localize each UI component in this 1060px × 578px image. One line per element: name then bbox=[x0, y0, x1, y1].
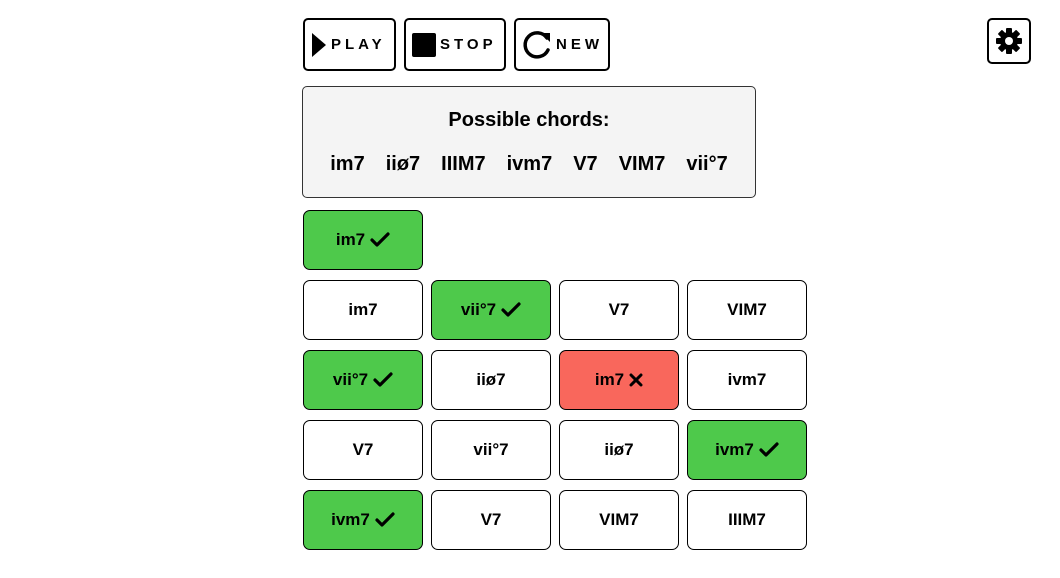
new-button[interactable]: NEW bbox=[514, 18, 610, 71]
chord-answer-label: VIM7 bbox=[727, 300, 767, 319]
chord-list: im7 iiø7 IIIM7 ivm7 V7 VIM7 vii°7 bbox=[303, 153, 755, 176]
panel-title: Possible chords: bbox=[448, 109, 610, 131]
chord-answer-label: V7 bbox=[608, 300, 630, 319]
check-icon bbox=[501, 302, 521, 318]
chord-answer-button[interactable]: V7 bbox=[303, 420, 423, 480]
chord-option: ivm7 bbox=[506, 153, 553, 175]
new-button-label: NEW bbox=[556, 36, 603, 53]
chord-answer-button[interactable]: iiø7 bbox=[559, 420, 679, 480]
check-icon bbox=[759, 442, 779, 458]
chord-answer-button[interactable]: vii°7 bbox=[303, 350, 423, 410]
chord-option: vii°7 bbox=[686, 153, 728, 175]
stop-button[interactable]: STOP bbox=[404, 18, 506, 71]
check-icon bbox=[370, 232, 390, 248]
chord-answer-label: vii°7 bbox=[460, 300, 497, 319]
chord-answer-button[interactable]: ivm7 bbox=[687, 350, 807, 410]
stop-icon bbox=[412, 32, 436, 57]
play-icon bbox=[311, 32, 327, 58]
chord-answer-label: ivm7 bbox=[331, 510, 370, 529]
chord-answer-button[interactable]: V7 bbox=[559, 280, 679, 340]
chord-answer-button[interactable]: iiø7 bbox=[431, 350, 551, 410]
chord-answer-button[interactable]: IIIM7 bbox=[687, 490, 807, 550]
chord-option: iiø7 bbox=[385, 153, 421, 175]
chord-answer-button[interactable]: V7 bbox=[431, 490, 551, 550]
chord-answer-label: iiø7 bbox=[604, 440, 634, 459]
chord-answer-button[interactable]: VIM7 bbox=[687, 280, 807, 340]
chord-answer-label: ivm7 bbox=[727, 370, 767, 389]
check-icon bbox=[375, 512, 395, 528]
x-icon bbox=[629, 373, 643, 387]
settings-button[interactable] bbox=[987, 18, 1031, 64]
chord-answer-button[interactable]: ivm7 bbox=[687, 420, 807, 480]
chord-answer-label: VIM7 bbox=[599, 510, 639, 529]
stop-button-label: STOP bbox=[440, 36, 497, 53]
chord-answer-button[interactable]: vii°7 bbox=[431, 280, 551, 340]
chord-answer-label: vii°7 bbox=[332, 370, 369, 389]
chord-answer-label: ivm7 bbox=[715, 440, 754, 459]
possible-chords-panel: Possible chords: im7 iiø7 IIIM7 ivm7 V7 VIM7 v… bbox=[302, 86, 756, 198]
gear-icon bbox=[995, 27, 1023, 55]
check-icon bbox=[373, 372, 393, 388]
chord-answer-button[interactable]: im7 bbox=[303, 280, 423, 340]
chord-answer-label: im7 bbox=[335, 230, 366, 249]
toolbar: PLAY STOP NEW bbox=[303, 18, 610, 71]
play-button-label: PLAY bbox=[331, 36, 386, 53]
chord-answer-button[interactable]: im7 bbox=[559, 350, 679, 410]
chord-answer-label: IIIM7 bbox=[728, 510, 766, 529]
chord-option: VIM7 bbox=[618, 153, 666, 175]
chord-answer-label: vii°7 bbox=[473, 440, 509, 459]
chord-option: IIIM7 bbox=[441, 153, 486, 175]
chord-answer-label: V7 bbox=[480, 510, 502, 529]
chord-answer-label: iiø7 bbox=[476, 370, 506, 389]
chord-answer-label: im7 bbox=[348, 300, 378, 319]
play-button[interactable]: PLAY bbox=[303, 18, 396, 71]
chord-option: im7 bbox=[330, 153, 365, 175]
chord-option: V7 bbox=[573, 153, 598, 175]
chord-answer-button[interactable]: im7 bbox=[303, 210, 423, 270]
chord-answer-label: im7 bbox=[594, 370, 625, 389]
refresh-icon bbox=[522, 30, 552, 60]
chord-answer-button[interactable]: vii°7 bbox=[431, 420, 551, 480]
chord-answer-button[interactable]: ivm7 bbox=[303, 490, 423, 550]
chord-answer-label: V7 bbox=[352, 440, 374, 459]
chord-answer-button[interactable]: VIM7 bbox=[559, 490, 679, 550]
